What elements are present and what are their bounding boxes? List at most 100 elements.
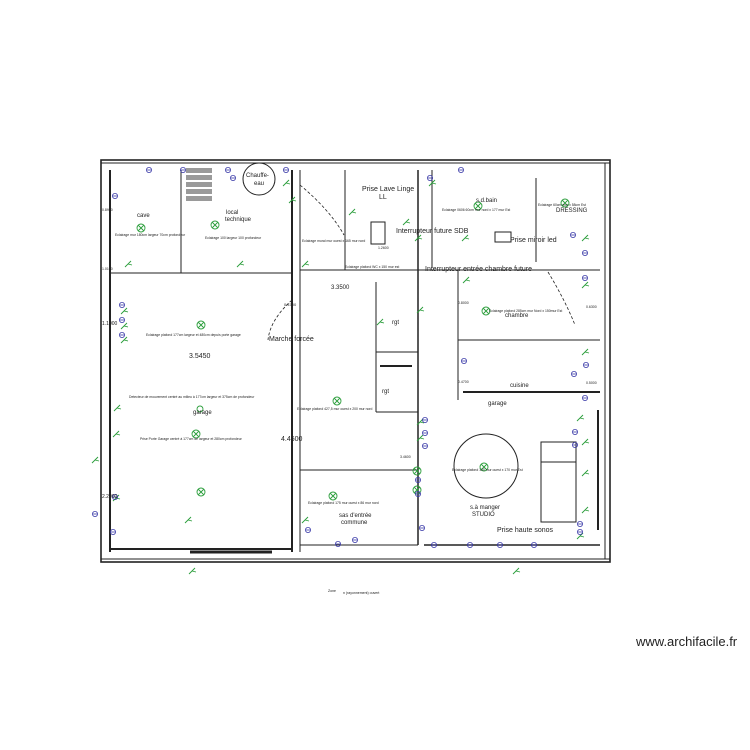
- dim-7: 3.4600: [400, 455, 411, 459]
- light-fixture-icon: [196, 487, 206, 497]
- label-prise-miroir: Prise miroir led: [510, 237, 557, 244]
- switch-icon: [120, 307, 129, 315]
- note-11: Eclairage plafond 100 mur ouest x 170 mu…: [452, 468, 523, 472]
- light-fixture-icon: [474, 202, 482, 210]
- room-chauffe-eau: Chauffe-: [246, 173, 269, 179]
- dim-10: 1.0100: [102, 267, 113, 271]
- dim-5: 1.1000: [102, 321, 118, 327]
- note-8: Eclairage 0606 60cm mur nord x 177 mur E…: [442, 208, 510, 212]
- switch-icon: [416, 418, 425, 426]
- note-9: Eclairage 60cm mur x 58cm Est: [538, 203, 586, 207]
- outlet-icon: [531, 542, 538, 549]
- motion-detector-icon: [196, 405, 204, 413]
- notes: Eclairage mur 180cm largeur 70cm profond…: [115, 203, 586, 505]
- light-fixture-icon: [473, 201, 483, 211]
- light-fixture-icon: [561, 199, 569, 207]
- outlet-icon: [583, 361, 590, 368]
- switch-icon: [581, 234, 590, 242]
- light-fixture-icon: [412, 466, 422, 476]
- outlet-icon: [421, 442, 428, 449]
- outlet-icon: [414, 490, 421, 497]
- outlet-icon: [229, 174, 236, 181]
- outlet-icon: [582, 274, 589, 281]
- outlet-icon: [119, 331, 126, 338]
- outlet-icon: [430, 542, 437, 549]
- switch-icon: [581, 438, 590, 446]
- dim-11: 0.8000: [458, 301, 469, 305]
- note-10: Eclairage plafond 285cm mur Nord x 150mu…: [489, 309, 562, 313]
- outlet-icon: [282, 166, 289, 173]
- light-fixture-icon: [481, 306, 491, 316]
- dim-12: 0.4700: [458, 380, 469, 384]
- room-local-technique-2: technique: [225, 217, 252, 223]
- annotations: Prise Lave Linge LL Interrupteur future …: [269, 186, 557, 534]
- outlet-icon: [92, 510, 99, 517]
- dimensions: 3.5450 4.4500 3.3500 0.4700 1.1000 2.200…: [102, 208, 597, 500]
- light-fixture-icon: [210, 220, 220, 230]
- room-local-technique: local: [226, 210, 238, 216]
- outlet-icon: [426, 174, 433, 181]
- light-fixture-icon: [482, 307, 490, 315]
- outlet-icon: [421, 416, 428, 423]
- room-dressing: DRESSING: [556, 208, 588, 214]
- switch-icon: [91, 456, 100, 464]
- room-cave: cave: [137, 213, 150, 219]
- outlet-icon: [421, 429, 428, 436]
- dim-2: 4.4500: [281, 436, 303, 443]
- room-sas-commune: commune: [341, 520, 368, 526]
- switch-icon: [512, 567, 521, 575]
- light-fixture-icon: [137, 224, 145, 232]
- dim-9: 0.8900: [102, 208, 113, 212]
- switch-icon: [124, 260, 133, 268]
- light-fixture-icon: [211, 221, 219, 229]
- switch-icon: [581, 281, 590, 289]
- outlet-icon: [582, 249, 589, 256]
- dim-13: 0.5000: [586, 381, 597, 385]
- room-garage: garage: [193, 410, 212, 416]
- light-fixture-icon: [197, 488, 205, 496]
- room-sejour: s.à manger: [470, 505, 500, 511]
- light-fixture-icon: [480, 463, 488, 471]
- outlet-icon: [304, 527, 311, 534]
- switch-icon: [112, 430, 121, 438]
- switch-icon: [414, 234, 423, 242]
- switch-icon: [112, 494, 121, 502]
- outlet-icon: [351, 537, 358, 544]
- outlet-icon: [119, 301, 126, 308]
- outlet-icon: [179, 166, 186, 173]
- room-chauffe-eau-2: eau: [254, 181, 264, 187]
- outlet-icon: [572, 428, 579, 435]
- stairs: [186, 168, 212, 201]
- outlet-icon: [112, 192, 119, 199]
- dim-14: 0.6300: [586, 305, 597, 309]
- note-7: Eclairage plafond 175 mur ouest x 86 mur…: [308, 501, 379, 505]
- switch-icon: [184, 516, 193, 524]
- light-fixture-icon: [191, 429, 201, 439]
- switch-icon: [461, 234, 470, 242]
- outlet-icon: [224, 166, 231, 173]
- switch-icon: [120, 322, 129, 330]
- light-fixture-icon: [197, 321, 205, 329]
- label-rgt-1: rgt: [392, 320, 399, 326]
- outlet-icon: [414, 476, 421, 483]
- light-fixture-icon: [328, 491, 338, 501]
- legend-text: n (rayonnement) ouvert: [343, 591, 379, 595]
- outlet-icon: [577, 529, 584, 536]
- outlet-icon: [570, 231, 577, 238]
- light-fixture-icon: [560, 198, 570, 208]
- room-cuisine: cuisine: [510, 383, 529, 389]
- light-fixture-icon: [479, 462, 489, 472]
- switch-icon: [576, 414, 585, 422]
- outlet-icon: [571, 370, 578, 377]
- switch-icon: [348, 208, 357, 216]
- room-studio: STUDIO: [472, 512, 495, 518]
- switch-icon: [416, 306, 425, 314]
- note-1: Eclairage mur 180cm largeur 70cm profond…: [115, 233, 186, 237]
- note-13: Eclairage plafond WC x 150 mur est: [345, 265, 399, 269]
- light-fixture-icon: [136, 223, 146, 233]
- outlet-icon: [572, 441, 579, 448]
- note-5: Prise Porte Garage centré à 177cm de lar…: [140, 437, 243, 441]
- switch-icon: [581, 506, 590, 514]
- label-interrupteur-chambre: Interrupteur entrée chambre future: [425, 266, 532, 273]
